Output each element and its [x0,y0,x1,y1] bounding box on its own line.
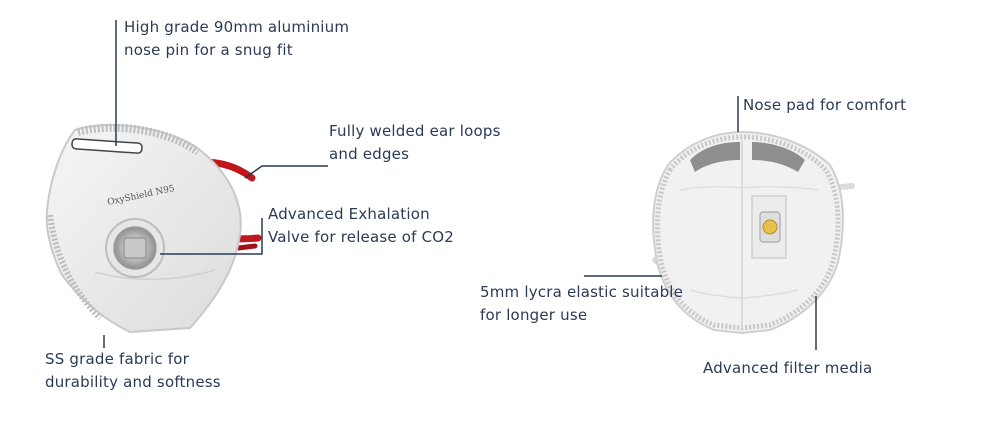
callout-fabric-line2: durability and softness [45,371,221,394]
callout-exhalation-valve-line2: Valve for release of CO2 [268,226,454,249]
right-mask-valve [760,212,780,242]
callout-elastic-line1: 5mm lycra elastic suitable [480,281,683,304]
leader-ear-loops [245,166,328,178]
callout-nose-pin-line2: nose pin for a snug fit [124,39,349,62]
callout-nose-pin: High grade 90mm aluminium nose pin for a… [124,16,349,62]
callout-nose-pad: Nose pad for comfort [743,94,906,117]
left-mask-image: OxyShield N95 [47,125,258,332]
callout-elastic-line2: for longer use [480,304,683,327]
callout-exhalation-valve-line1: Advanced Exhalation [268,203,454,226]
callout-ear-loops: Fully welded ear loops and edges [329,120,501,166]
exhalation-valve [106,219,164,277]
callout-filter-media: Advanced filter media [703,357,872,380]
callout-fabric-line1: SS grade fabric for [45,348,221,371]
callout-nose-pad-line1: Nose pad for comfort [743,94,906,117]
callout-elastic: 5mm lycra elastic suitable for longer us… [480,281,683,327]
callout-filter-media-line1: Advanced filter media [703,357,872,380]
callout-nose-pin-line1: High grade 90mm aluminium [124,16,349,39]
callout-fabric: SS grade fabric for durability and softn… [45,348,221,394]
callout-ear-loops-line1: Fully welded ear loops [329,120,501,143]
callout-exhalation-valve: Advanced Exhalation Valve for release of… [268,203,454,249]
callout-ear-loops-line2: and edges [329,143,501,166]
